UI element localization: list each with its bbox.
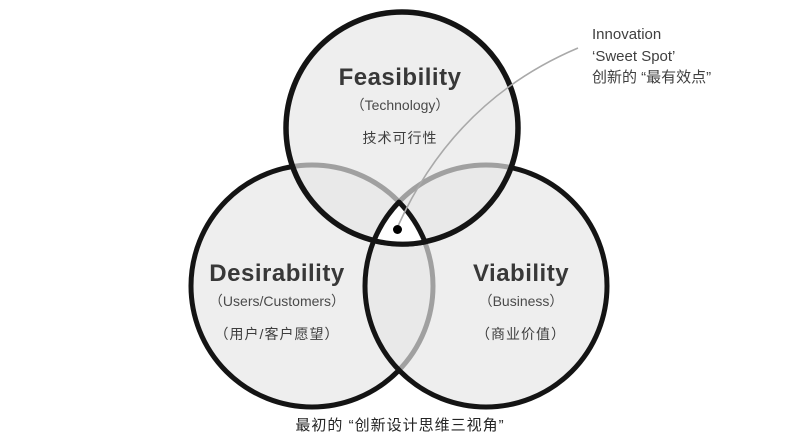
sweet-spot-dot: [393, 225, 402, 234]
viability-subtitle: （Business）: [478, 293, 564, 309]
desirability-subtitle: （Users/Customers）: [208, 293, 346, 309]
annotation-line-2: ‘Sweet Spot’: [592, 47, 676, 65]
desirability-translation: （用户/客户愿望）: [214, 326, 340, 342]
sweet-spot-annotation: Innovation ‘Sweet Spot’ 创新的 “最有效点”: [592, 24, 711, 89]
annotation-leader-line: [397, 47, 579, 227]
viability-label: Viability （Business） （商业价值）: [473, 260, 569, 344]
annotation-line-1: Innovation: [592, 26, 662, 43]
desirability-title: Desirability: [209, 260, 345, 287]
annotation-line-3: 创新的 “最有效点”: [592, 69, 712, 86]
desirability-label: Desirability （Users/Customers） （用户/客户愿望）: [209, 260, 345, 344]
viability-title: Viability: [472, 260, 570, 287]
viability-translation: （商业价值）: [476, 326, 566, 342]
feasibility-translation: 技术可行性: [362, 130, 438, 146]
feasibility-title: Feasibility: [338, 64, 462, 91]
feasibility-subtitle: （Technology）: [350, 97, 450, 113]
diagram-caption: 最初的 “创新设计思维三视角”: [295, 417, 505, 434]
feasibility-label: Feasibility （Technology） 技术可行性: [339, 64, 462, 148]
